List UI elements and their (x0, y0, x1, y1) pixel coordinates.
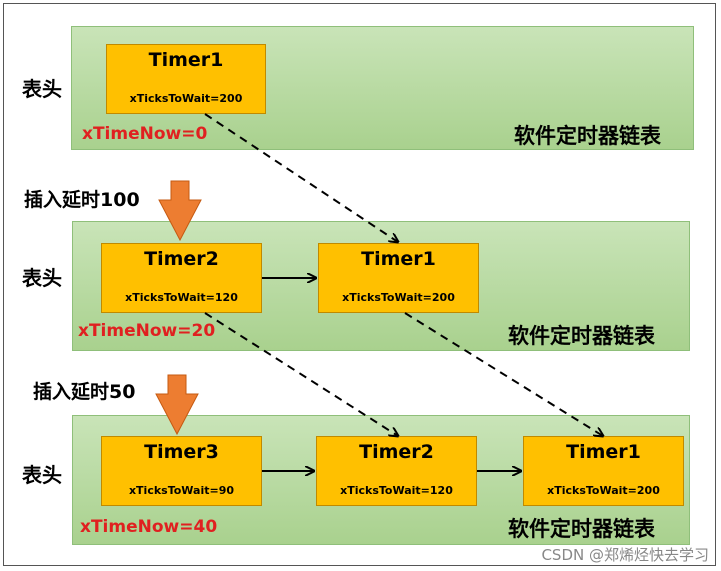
timer-box-p3-timer3: Timer3 xTicksToWait=90 (101, 436, 262, 506)
watermark: CSDN @郑烯烃快去学习 (541, 546, 709, 564)
timer-box-p1-timer1: Timer1 xTicksToWait=200 (106, 44, 266, 114)
list-label-3: 软件定时器链表 (508, 517, 655, 541)
diagram-frame (3, 3, 716, 566)
time-now-2: xTimeNow=20 (78, 321, 216, 341)
list-head-label-2: 表头 (22, 266, 62, 290)
timer-ticks: xTicksToWait=90 (128, 484, 235, 497)
timer-ticks: xTicksToWait=200 (547, 484, 660, 497)
timer-name: Timer2 (359, 441, 434, 463)
timer-ticks: xTicksToWait=120 (125, 291, 238, 304)
timer-box-p3-timer2: Timer2 xTicksToWait=120 (316, 436, 477, 506)
timer-name: Timer1 (148, 49, 224, 71)
timer-name: Timer3 (144, 441, 219, 463)
timer-name: Timer1 (361, 248, 436, 270)
timer-ticks: xTicksToWait=120 (340, 484, 453, 497)
timer-ticks: xTicksToWait=200 (342, 291, 455, 304)
time-now-1: xTimeNow=0 (82, 124, 208, 144)
timer-name: Timer2 (144, 248, 219, 270)
timer-name: Timer1 (566, 441, 641, 463)
timer-box-p3-timer1: Timer1 xTicksToWait=200 (523, 436, 684, 506)
list-label-1: 软件定时器链表 (514, 124, 661, 148)
insert-arrow-2 (155, 374, 199, 436)
dashed-arrow-timer1-p1-p2 (204, 113, 398, 242)
list-label-2: 软件定时器链表 (508, 324, 655, 348)
timer-ticks: xTicksToWait=200 (129, 92, 243, 105)
timer-box-p2-timer2: Timer2 xTicksToWait=120 (101, 243, 262, 313)
insert-label-1: 插入延时100 (24, 189, 140, 211)
list-head-label-1: 表头 (22, 77, 62, 101)
time-now-3: xTimeNow=40 (80, 517, 218, 537)
dashed-arrow-timer2-p2-p3 (204, 312, 398, 436)
insert-arrow-1 (158, 180, 202, 242)
insert-label-2: 插入延时50 (33, 381, 136, 403)
dashed-arrow-timer1-p2-p3 (404, 312, 603, 436)
list-head-label-3: 表头 (22, 463, 62, 487)
